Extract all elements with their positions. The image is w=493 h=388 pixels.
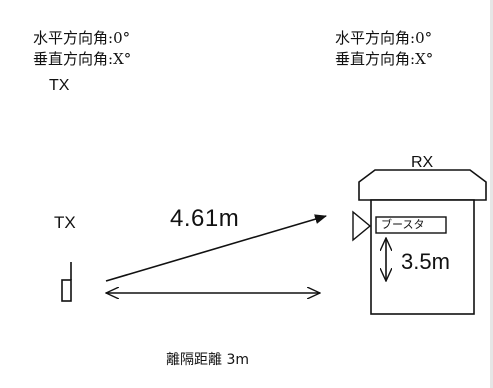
left-tx-heading: TX <box>49 77 70 94</box>
right-vertical-angle: 垂直方向角:X° <box>335 49 433 69</box>
rx-house-icon <box>358 169 487 315</box>
tx-label: TX <box>54 213 76 232</box>
left-horizontal-angle: 水平方向角:0° <box>33 28 130 48</box>
diagonal-distance-label: 4.61m <box>170 205 240 232</box>
tx-antenna-icon <box>61 262 72 302</box>
left-vertical-angle-label: 垂直方向角 <box>33 50 109 68</box>
booster-box <box>375 216 447 234</box>
right-horizontal-angle-label: 水平方向角 <box>335 29 411 47</box>
left-vertical-angle: 垂直方向角:X° <box>33 49 131 69</box>
booster-label: ブースタ <box>381 218 425 231</box>
separation-distance-label: 離隔距離 3m <box>166 352 249 368</box>
right-vertical-angle-label: 垂直方向角 <box>335 50 411 68</box>
diagonal-distance-arrow <box>105 214 327 282</box>
left-horizontal-angle-label: 水平方向角 <box>33 29 109 47</box>
booster-height-label: 3.5m <box>401 249 450 274</box>
right-horizontal-angle: 水平方向角:0° <box>335 28 432 48</box>
right-horizontal-angle-value: :0° <box>410 29 433 47</box>
right-edge-border <box>490 0 493 388</box>
left-vertical-angle-value: :X° <box>108 50 132 68</box>
rx-label: RX <box>411 154 434 171</box>
right-vertical-angle-value: :X° <box>410 50 434 68</box>
rx-antenna-icon <box>352 210 372 242</box>
left-horizontal-angle-value: :0° <box>108 29 131 47</box>
